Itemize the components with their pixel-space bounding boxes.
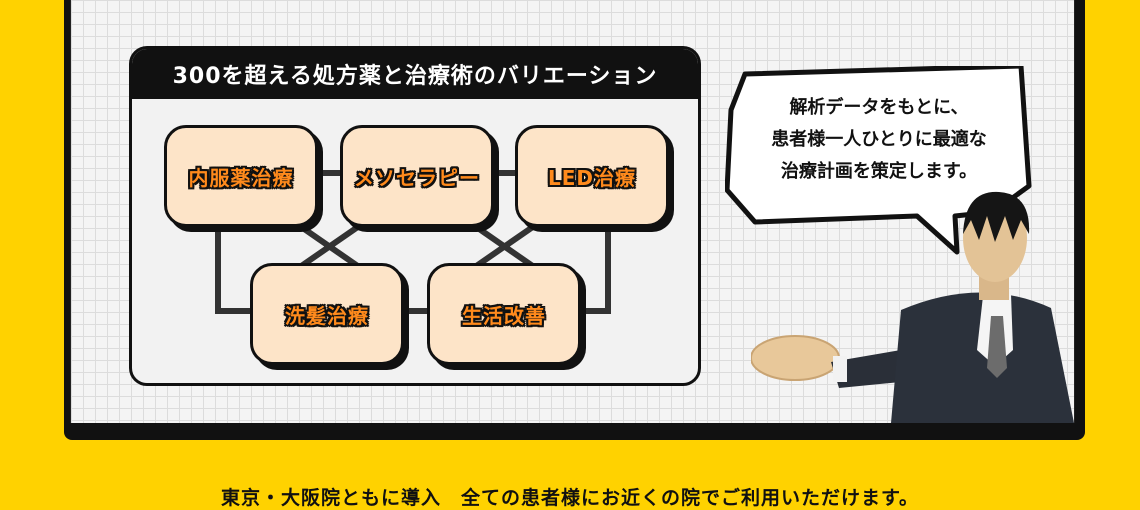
speech-bubble [725,66,1032,255]
node-led: LED治療 [515,125,669,227]
footer-caption: 東京・大阪院ともに導入 全ての患者様にお近くの院でご利用いただけます。 [220,487,920,509]
bubble-line-3: 治療計画を策定します。 [780,161,978,182]
speech-bubble-text: 解析データをもとに、 患者様一人ひとりに最適な 治療計画を策定します。 [739,92,1019,188]
bubble-line-1: 解析データをもとに、 [789,97,969,118]
node-internal-medicine: 内服薬治療 [164,125,318,227]
node-mesotherapy: メソセラピー [340,125,494,227]
mannequin-businessman [751,191,1074,423]
node-lifestyle: 生活改善 [427,263,581,365]
treatment-panel: 300を超える処方薬と治療術のバリエーション 内服薬治療 メソセラピー LED治… [129,46,701,386]
grid-board: 300を超える処方薬と治療術のバリエーション 内服薬治療 メソセラピー LED治… [70,0,1075,423]
panel-title: 300を超える処方薬と治療術のバリエーション [132,49,698,99]
node-hair-wash: 洗髪治療 [250,263,404,365]
bubble-line-2: 患者様一人ひとりに最適な [771,129,987,150]
